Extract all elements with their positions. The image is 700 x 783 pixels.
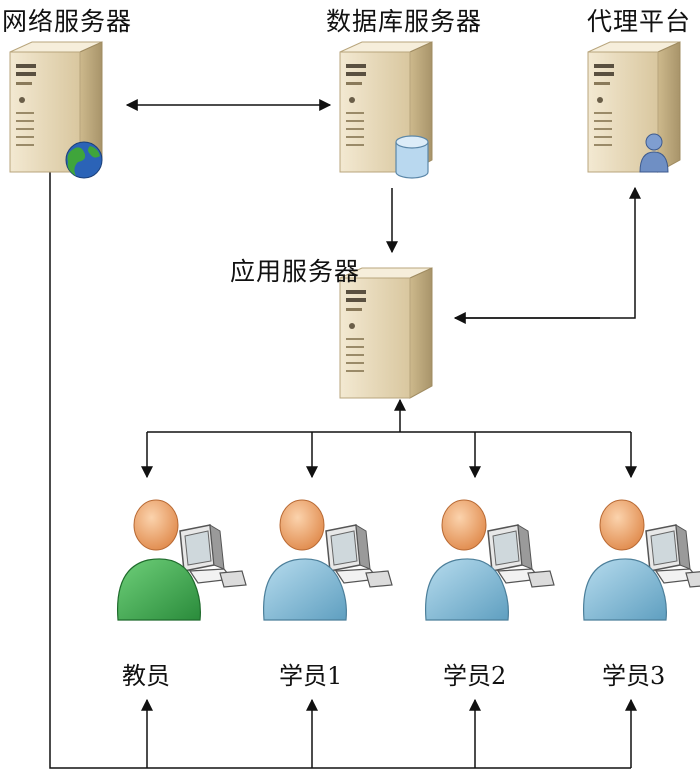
teacher-figure bbox=[116, 499, 247, 621]
person-head bbox=[133, 499, 179, 551]
user-label-teacher: 教员 bbox=[122, 662, 170, 690]
person-head bbox=[441, 499, 487, 551]
globe-icon bbox=[65, 141, 103, 179]
user-label-student-1: 学员1 bbox=[279, 662, 343, 690]
student-figure-2 bbox=[424, 499, 555, 621]
person-head bbox=[279, 499, 325, 551]
person-body bbox=[424, 558, 509, 621]
database-cylinder-icon bbox=[395, 135, 429, 179]
proxy-platform-label: 代理平台 bbox=[587, 7, 692, 36]
users bbox=[116, 499, 700, 621]
application-server-label: 应用服务器 bbox=[230, 257, 361, 286]
person-body bbox=[262, 558, 347, 621]
connectors bbox=[49, 99, 641, 769]
person-body bbox=[582, 558, 667, 621]
web-server-label: 网络服务器 bbox=[2, 7, 133, 36]
user-label-student-3: 学员3 bbox=[602, 662, 666, 690]
student-figure-3 bbox=[582, 499, 700, 621]
student-figure-1 bbox=[262, 499, 393, 621]
database-server bbox=[339, 41, 433, 179]
web-bottom-link bbox=[49, 168, 631, 769]
proxy-server bbox=[587, 41, 681, 173]
user-label-student-2: 学员2 bbox=[443, 662, 507, 690]
web-server bbox=[9, 41, 103, 179]
person-head bbox=[599, 499, 645, 551]
person-body bbox=[116, 558, 201, 621]
user-icon bbox=[639, 133, 669, 173]
app-proxy-link bbox=[455, 186, 641, 319]
database-server-label: 数据库服务器 bbox=[326, 7, 483, 36]
